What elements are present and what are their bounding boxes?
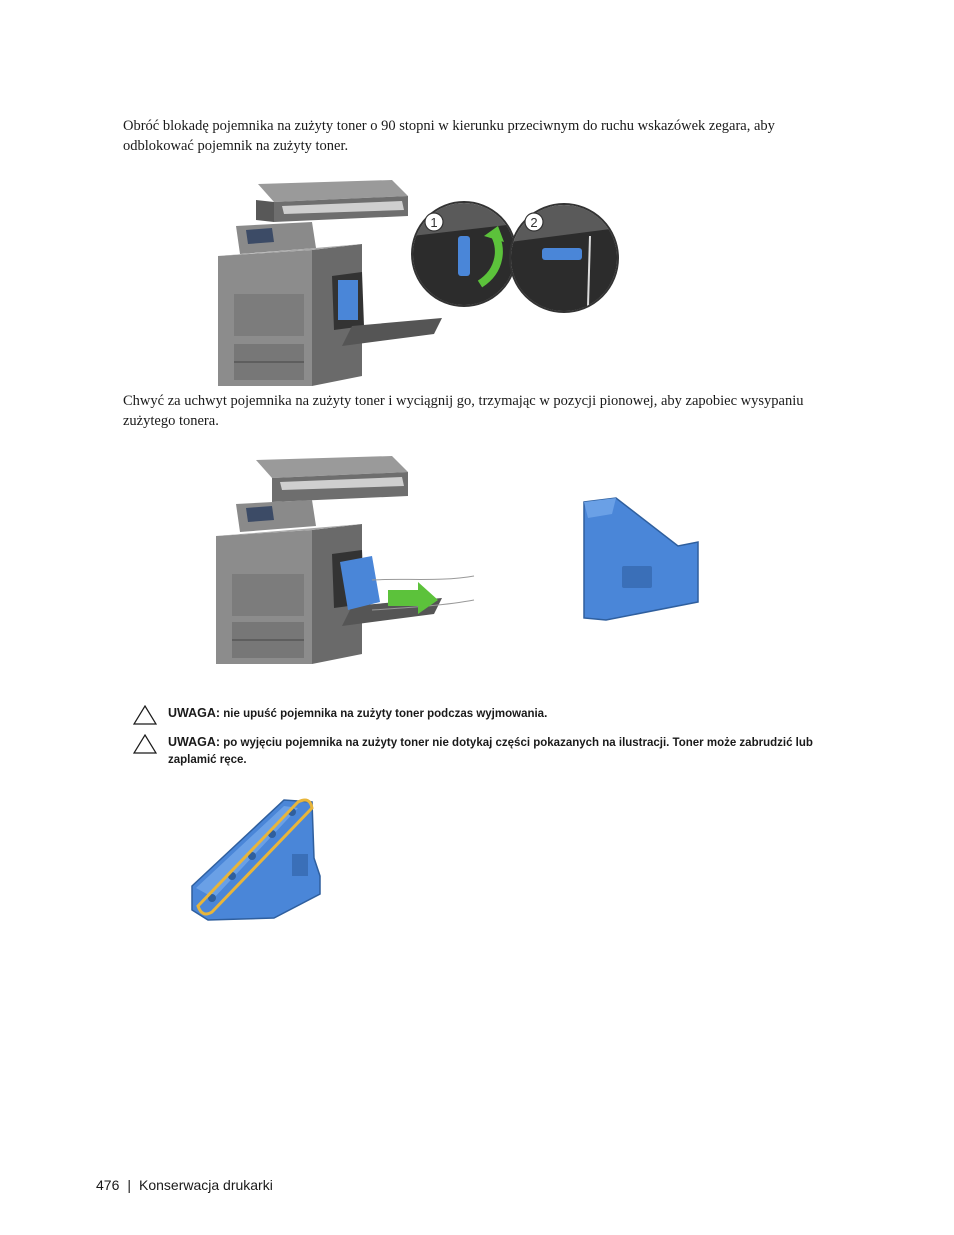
callout-circle-2 (524, 212, 544, 232)
detail-circle-lock-open: 2 (509, 203, 619, 313)
callout-circle-1 (424, 212, 444, 232)
section-title: Konserwacja drukarki (139, 1177, 273, 1193)
footer-separator: | (127, 1177, 131, 1193)
step2-instruction: Chwyć za uchwyt pojemnika na zużyty tone… (123, 393, 804, 429)
note-label: UWAGA: (168, 706, 221, 720)
highlight-outline (196, 798, 314, 916)
waste-box-being-removed (340, 556, 380, 610)
printer-illustration (218, 180, 442, 386)
warning-triangle-icon (133, 734, 157, 754)
step1-instruction: Obróć blokadę pojemnika na zużyty toner … (123, 118, 775, 154)
note-label: UWAGA: (168, 735, 221, 749)
page-number: 476 (96, 1177, 120, 1193)
page-footer: 476 | Konserwacja drukarki (96, 1177, 273, 1193)
callout-1-label: 1 (430, 215, 437, 230)
figure-unlock-waste-box: 1 2 (218, 180, 619, 386)
waste-box-handle (622, 566, 652, 588)
figure-remove-waste-box (216, 456, 475, 664)
note-text: nie upuść pojemnika na zużyty toner podc… (223, 708, 548, 720)
printer-illustration (216, 456, 442, 664)
detail-circle-lock-closed: 1 (411, 201, 517, 307)
warning-triangle-icon (133, 705, 157, 725)
waste-toner-box-image (583, 497, 699, 621)
pull-direction-arrow (388, 582, 438, 614)
note-text: po wyjęciu pojemnika na zużyty toner nie… (168, 737, 813, 766)
callout-2-label: 2 (530, 215, 537, 230)
figure-do-not-touch-parts (191, 798, 321, 921)
